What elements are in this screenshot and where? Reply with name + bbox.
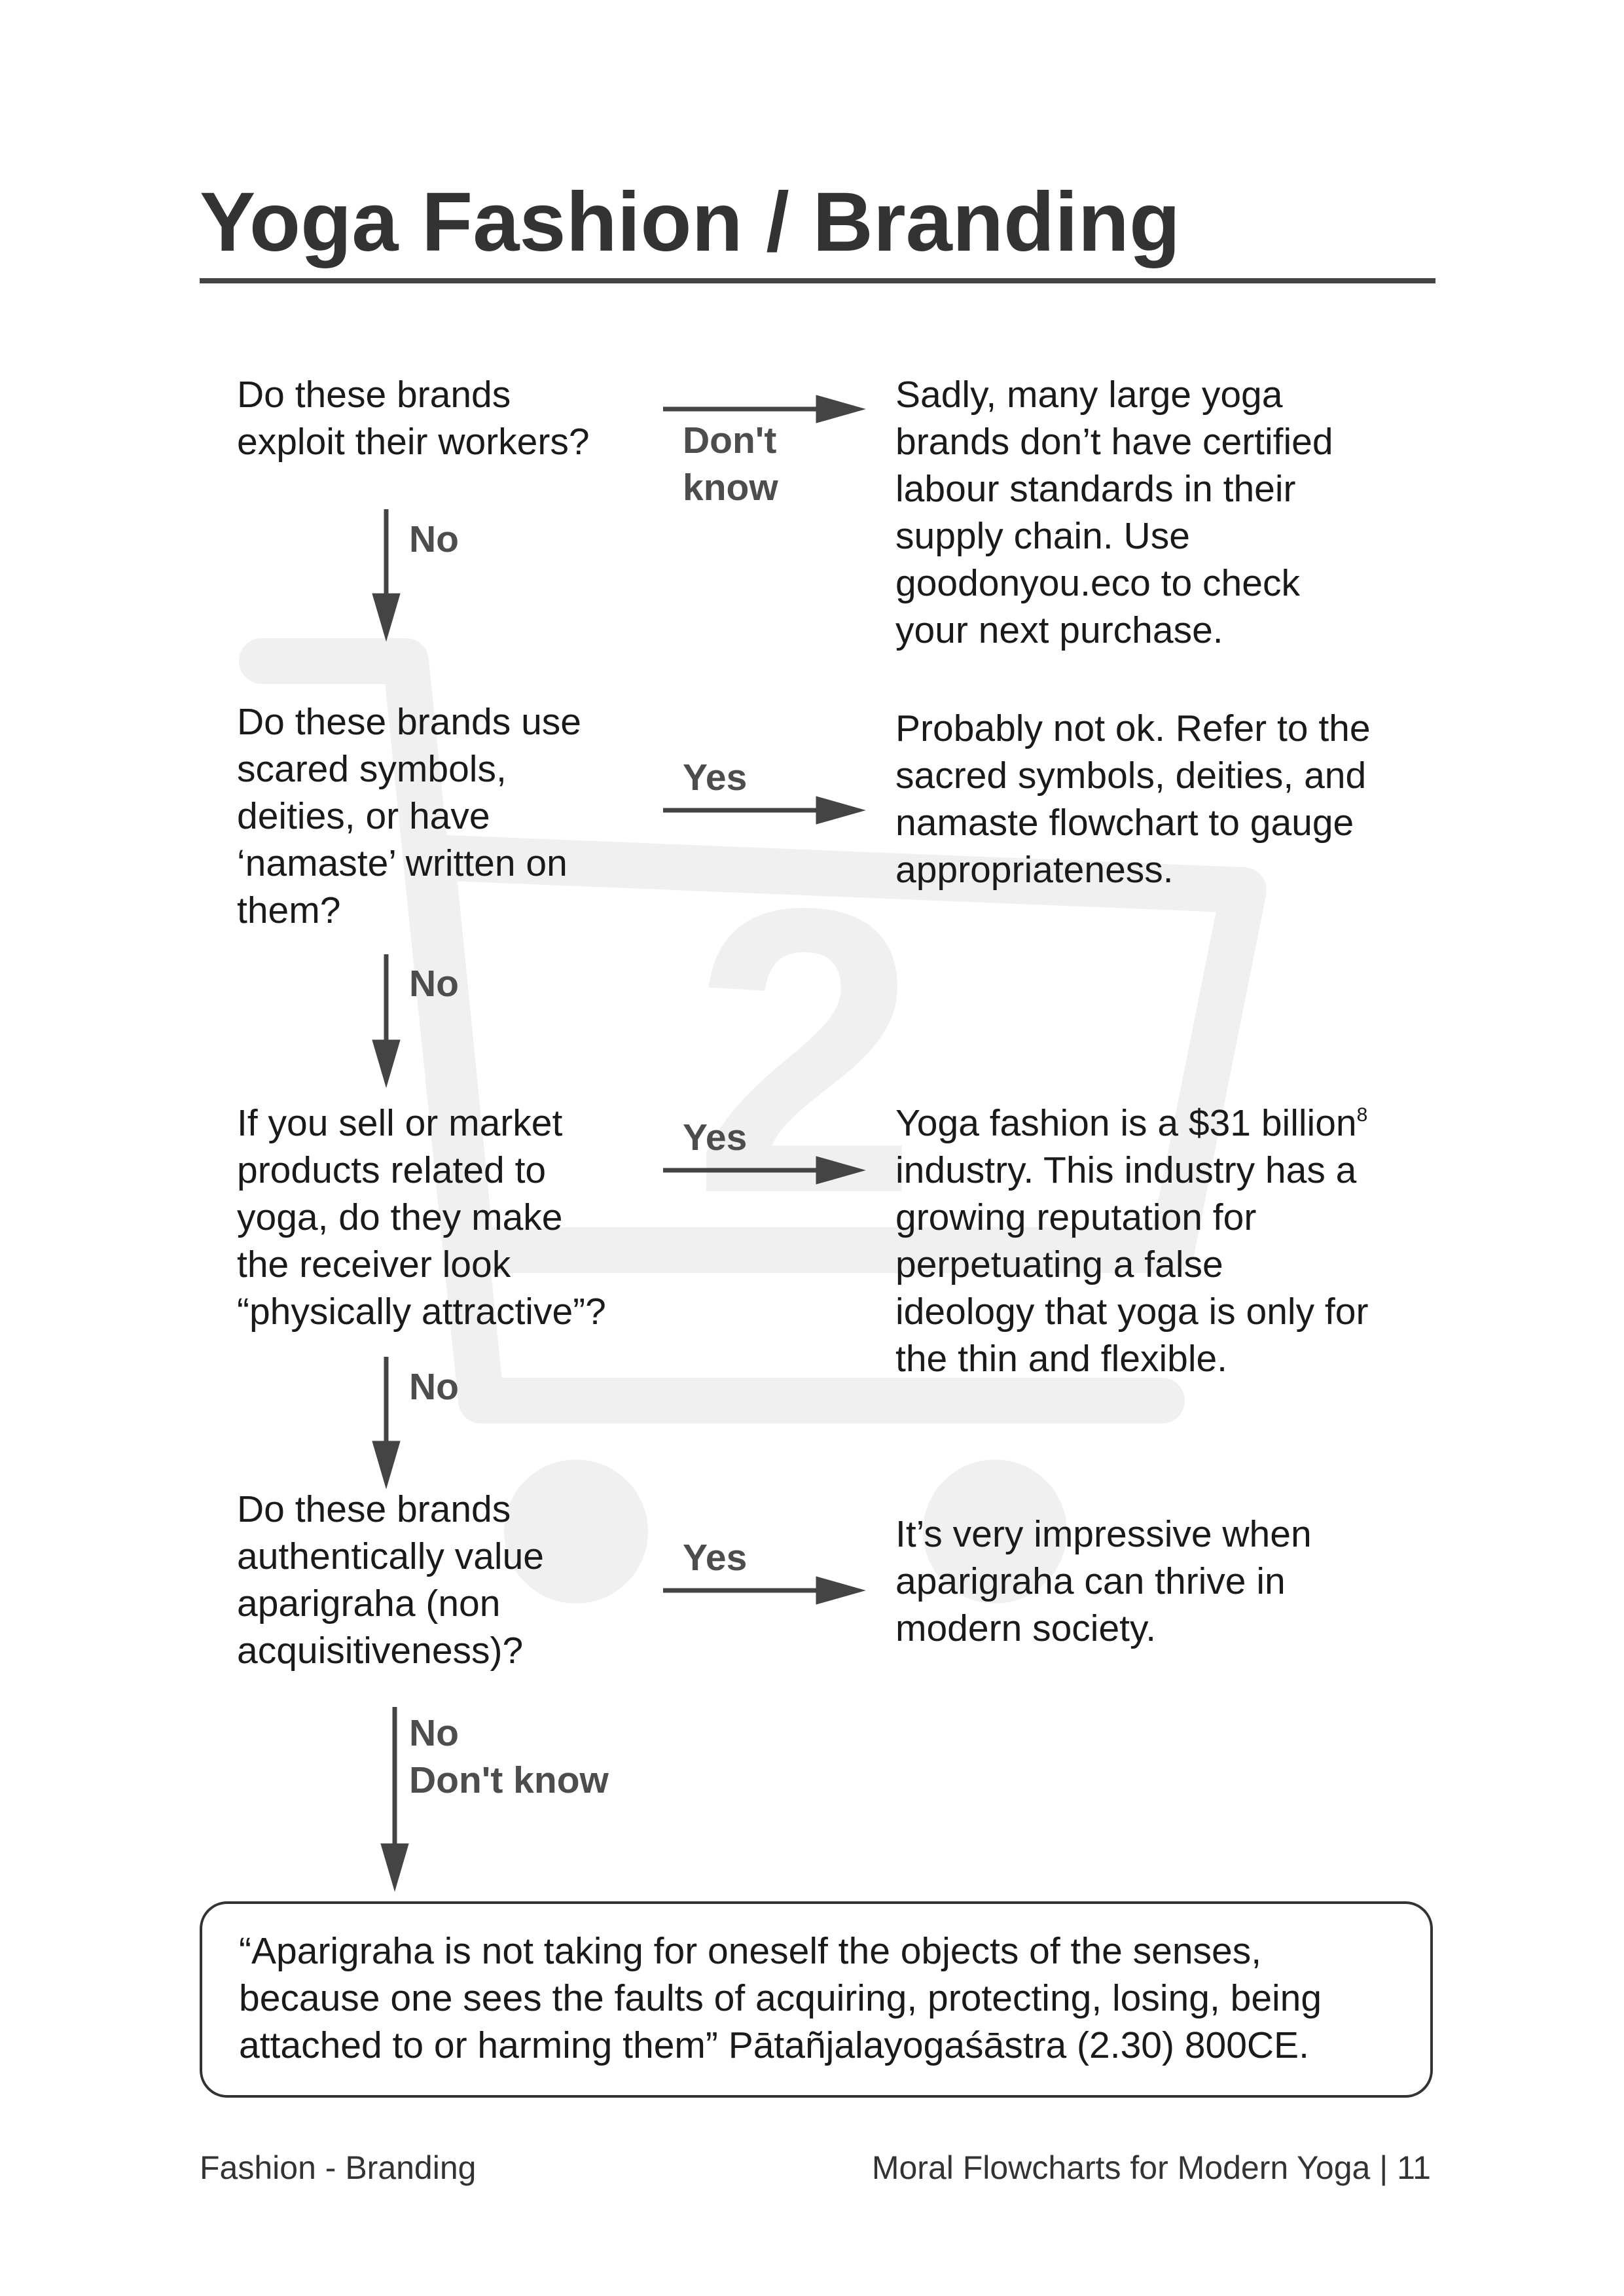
page-title: Yoga Fashion / Branding xyxy=(200,175,1181,269)
label-no-dont-know: No Don't know xyxy=(409,1712,609,1801)
quote-box xyxy=(200,1901,1433,2098)
question-line: exploit their workers? xyxy=(237,421,590,463)
footer-section: Fashion - Branding xyxy=(200,2149,477,2186)
result-certified-labour: Sadly, many large yoga brands don’t have… xyxy=(895,374,1333,651)
label-no-2: No xyxy=(409,963,459,1005)
result-aparigraha-thrive: It’s very impressive when aparigraha can… xyxy=(895,1513,1312,1649)
label-yes-2: Yes xyxy=(683,757,748,798)
label-dont-know: Don't know xyxy=(683,420,778,509)
question-exploit-workers: Do these brands exploit their workers? xyxy=(237,371,682,465)
question-aparigraha: Do these brands authentically value apar… xyxy=(237,1488,544,1672)
label-yes-3: Yes xyxy=(683,1117,748,1158)
result-probably-not-ok: Probably not ok. Refer to the sacred sym… xyxy=(895,708,1371,891)
label-no-3: No xyxy=(409,1366,459,1408)
result-yoga-fashion-industry: Yoga fashion is a $31 billion8 industry.… xyxy=(895,1102,1369,1380)
footnote-marker: 8 xyxy=(1356,1104,1368,1126)
question-physically-attractive: If you sell or market products related t… xyxy=(237,1102,606,1333)
label-yes-4: Yes xyxy=(683,1537,748,1579)
quote-text: “Aparigraha is not taking for oneself th… xyxy=(239,1930,1322,2066)
title-underline xyxy=(200,278,1435,283)
label-no-1: No xyxy=(409,518,459,560)
question-sacred-symbols: Do these brands use scared symbols, deit… xyxy=(237,701,581,931)
question-line: Do these brands xyxy=(237,374,511,416)
watermark-number: 2 xyxy=(693,825,918,1278)
footer-book-page: Moral Flowcharts for Modern Yoga | 11 xyxy=(871,2149,1431,2186)
